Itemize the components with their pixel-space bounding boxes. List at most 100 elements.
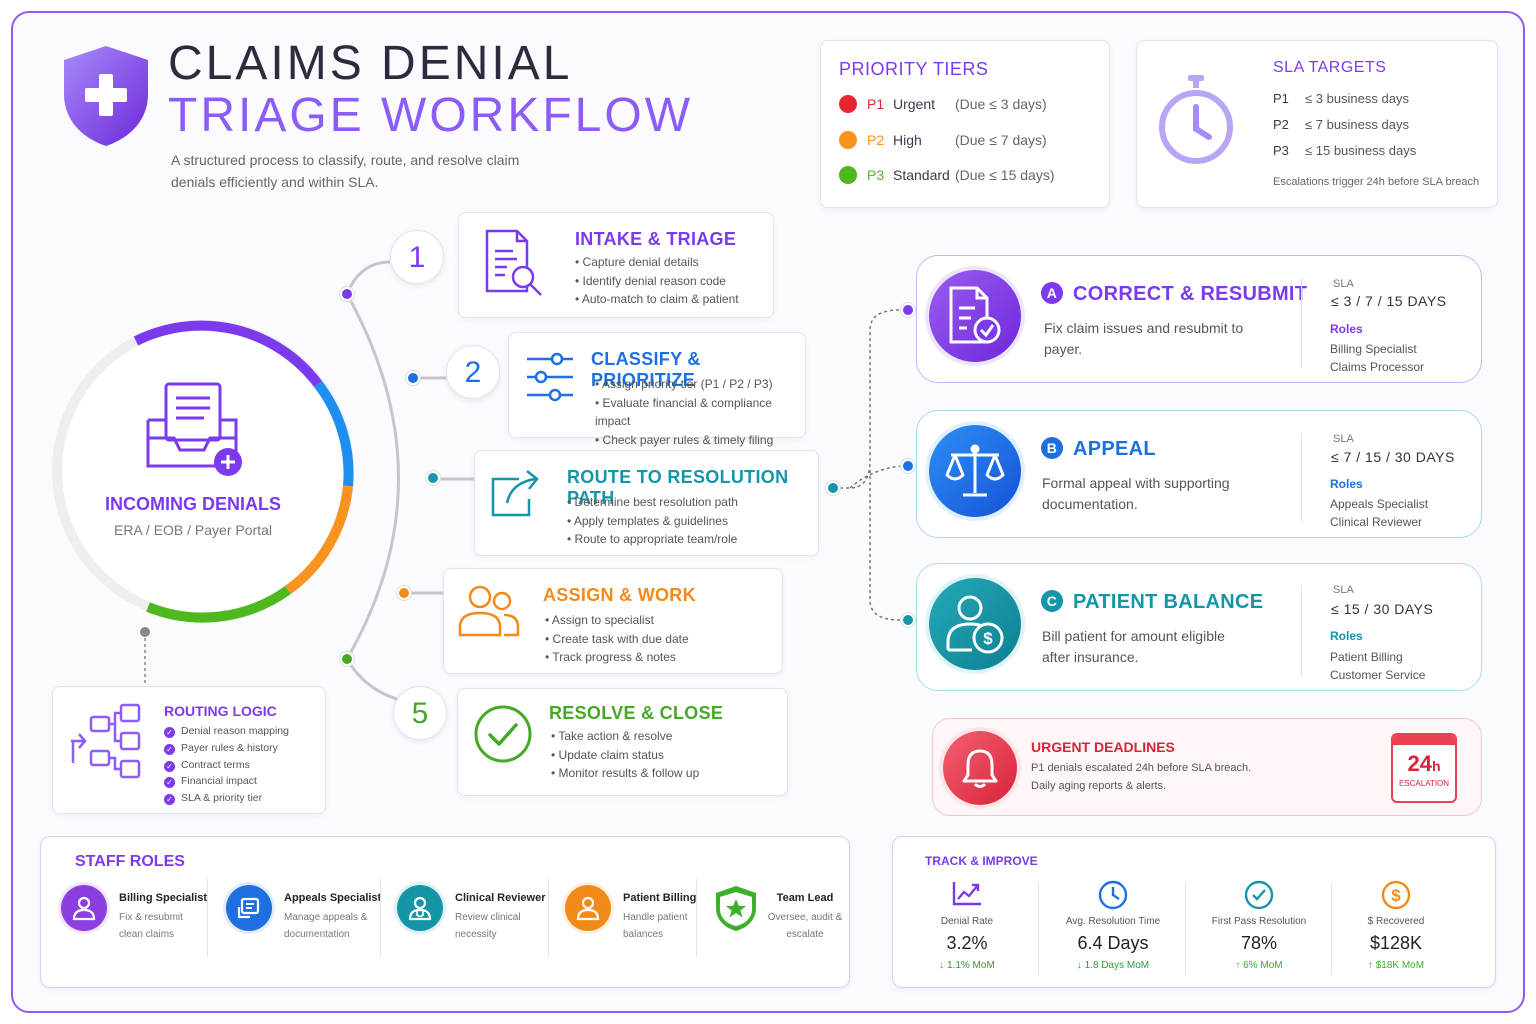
staff-avatar-user-icon [61, 885, 107, 931]
staff-role-name: Team Lead [776, 892, 834, 904]
urgent-icon-circle [943, 731, 1017, 805]
scales-icon [945, 444, 1005, 497]
step-bullets-route: Determine best resolution pathApply temp… [567, 493, 738, 549]
bell-icon [962, 749, 998, 788]
staff-avatar-user-icon [565, 885, 611, 931]
page-title-line1: CLAIMS DENIAL [168, 37, 573, 90]
path-dot-c [901, 613, 915, 627]
share-arrow-icon [491, 470, 539, 517]
clock-icon [1043, 879, 1183, 913]
staff-roles-heading: STAFF ROLES [75, 853, 185, 870]
urgent-line1: P1 denials escalated 24h before SLA brea… [1031, 762, 1252, 774]
step-card-assign: ASSIGN & WORK Assign to specialistCreate… [443, 568, 783, 674]
incoming-denials-title: INCOMING DENIALS [104, 494, 281, 514]
urgent-deadlines-card: URGENT DEADLINES P1 denials escalated 24… [932, 718, 1482, 816]
route-junction-dot [826, 481, 840, 495]
staff-role-desc: Fix & resubmit clean claims [119, 912, 183, 940]
routing-logic-card: ROUTING LOGIC ✓Denial reason mapping✓Pay… [52, 686, 326, 814]
routing-logic-list: ✓Denial reason mapping✓Payer rules & his… [164, 725, 289, 809]
path-roles-label-b: Roles [1330, 477, 1363, 491]
path-desc-c: Bill patient for amount eligible after i… [1042, 628, 1225, 665]
dollar-icon: $ [1326, 879, 1466, 913]
routing-logic-item: ✓Payer rules & history [164, 742, 289, 759]
staff-role-name: Appeals Specialist [284, 892, 382, 904]
check-badge-icon: ✓ [164, 794, 175, 806]
step-number-1: 1 [390, 230, 444, 284]
step-title-assign: ASSIGN & WORK [543, 585, 696, 605]
sla-row-p3: P3≤ 15 business days [1273, 143, 1417, 158]
path-desc-a: Fix claim issues and resubmit to payer. [1044, 320, 1244, 357]
staff-role-name: Clinical Reviewer [455, 892, 546, 904]
sla-row-p2: P2≤ 7 business days [1273, 117, 1409, 132]
path-roles-label-c: Roles [1330, 629, 1363, 643]
step-card-classify: CLASSIFY & PRIORITIZE Assign priority ti… [508, 332, 806, 447]
svg-text:$: $ [1391, 886, 1401, 905]
step-title-intake: INTAKE & TRIAGE [575, 229, 737, 249]
step-bullets-assign: Assign to specialistCreate task with due… [545, 611, 689, 667]
incoming-denials-sources: ERA / EOB / Payer Portal [114, 522, 272, 538]
staff-role-name: Patient Billing [623, 892, 697, 904]
path-icon-circle-a [929, 270, 1021, 362]
step-dot-3 [426, 471, 440, 485]
step-number-5: 5 [393, 686, 447, 740]
staff-role-desc: Oversee, audit & escalate [767, 912, 843, 940]
escalation-calendar-badge: 24h ESCALATION [1391, 733, 1457, 803]
check-badge-icon: ✓ [164, 777, 175, 789]
staff-role-desc: Handle patient balances [623, 912, 688, 940]
check-badge-icon: ✓ [164, 743, 175, 755]
staff-role-name: Billing Specialist [119, 892, 208, 904]
path-sla-label-b: SLA [1333, 433, 1354, 445]
svg-text:$: $ [983, 629, 993, 648]
step-title-resolve: RESOLVE & CLOSE [549, 703, 724, 723]
routing-logic-item: ✓SLA & priority tier [164, 792, 289, 809]
routing-logic-item: ✓Financial impact [164, 775, 289, 792]
path-desc-b: Formal appeal with supporting documentat… [1042, 475, 1230, 512]
check-circle-icon [474, 705, 532, 763]
staff-role-desc: Manage appeals & documentation [284, 912, 368, 940]
sla-escalation-note: Escalations trigger 24h before SLA breac… [1273, 176, 1480, 188]
path-sla-c: ≤ 15 / 30 DAYS [1331, 601, 1434, 617]
routing-logic-item: ✓Contract terms [164, 759, 289, 776]
path-roles-label-a: Roles [1330, 322, 1363, 336]
patient-dollar-icon: $ [946, 595, 1004, 654]
page-subtitle: A structured process to classify, route,… [171, 152, 520, 190]
path-sla-label-c: SLA [1333, 584, 1354, 596]
staff-avatar-document-icon [226, 885, 272, 931]
incoming-denials-ring [52, 320, 354, 623]
check-circle-icon [1189, 879, 1329, 913]
users-icon [458, 585, 520, 637]
metric-dollar: $$ Recovered$128K↑ $18K MoM [1326, 879, 1466, 971]
path-dot-b [901, 459, 915, 473]
sla-row-p1: P1≤ 3 business days [1273, 91, 1409, 106]
staff-avatar-doctor-icon [397, 885, 443, 931]
urgent-title: URGENT DEADLINES [1031, 739, 1175, 755]
step-bullets-resolve: Take action & resolveUpdate claim status… [551, 727, 699, 783]
flowchart-icon [71, 703, 141, 779]
stopwatch-icon [1159, 75, 1233, 164]
step-bullets-classify: Assign priority tier (P1 / P2 / P3)Evalu… [595, 375, 805, 449]
step-number-2: 2 [446, 345, 500, 399]
document-check-icon [949, 286, 1001, 344]
path-sla-a: ≤ 3 / 7 / 15 DAYS [1331, 293, 1447, 309]
track-improve-heading: TRACK & IMPROVE [925, 854, 1038, 868]
sla-targets-card: SLA TARGETS P1≤ 3 business days P2≤ 7 bu… [1136, 40, 1498, 208]
path-sla-label-a: SLA [1333, 278, 1354, 290]
step-dot-2 [406, 371, 420, 385]
staff-role-desc: Review clinical necessity [455, 912, 521, 940]
